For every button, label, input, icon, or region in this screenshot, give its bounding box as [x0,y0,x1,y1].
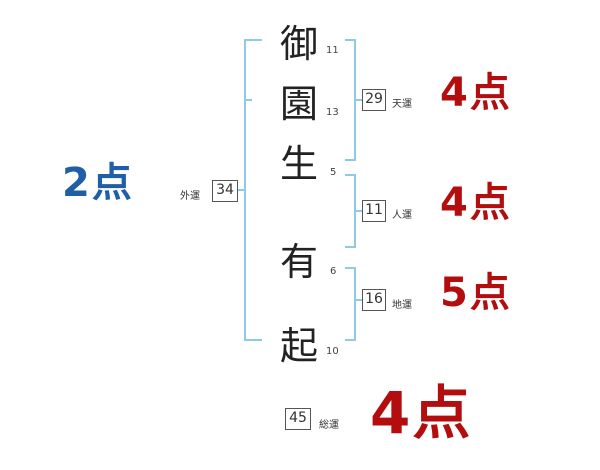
stroke-count-4: 6 [330,266,337,277]
gaikaku-value-box: 34 [212,180,238,202]
chikaku-label: 地運 [392,300,412,311]
name-char-5: 起 [279,324,318,368]
soukaku-label: 総運 [319,420,339,431]
stroke-count-3: 5 [330,167,337,178]
gaikaku-label: 外運 [180,191,200,202]
chikaku-bracket [345,267,356,341]
tenkaku-bracket [345,39,356,161]
tenkaku-value-box: 29 [362,89,386,111]
name-char-4: 有 [279,240,318,284]
stroke-count-5: 10 [326,346,339,357]
soukaku-value-box: 45 [285,408,311,430]
stroke-count-2: 13 [326,107,339,118]
gaikaku-score: 2点 [62,160,134,206]
gaikaku-bracket [244,39,262,341]
chikaku-score: 5点 [440,270,512,316]
jinkaku-score: 4点 [440,180,512,226]
stroke-count-1: 11 [326,45,339,56]
name-char-1: 御 [279,22,318,66]
name-char-2: 園 [279,82,318,126]
jinkaku-bracket [345,174,356,248]
tenkaku-score: 4点 [440,70,512,116]
name-char-3: 生 [279,142,318,186]
jinkaku-value-box: 11 [362,200,386,222]
jinkaku-label: 人運 [392,210,412,221]
tenkaku-label: 天運 [392,99,412,110]
soukaku-score: 4点 [370,379,473,447]
chikaku-value-box: 16 [362,289,386,311]
